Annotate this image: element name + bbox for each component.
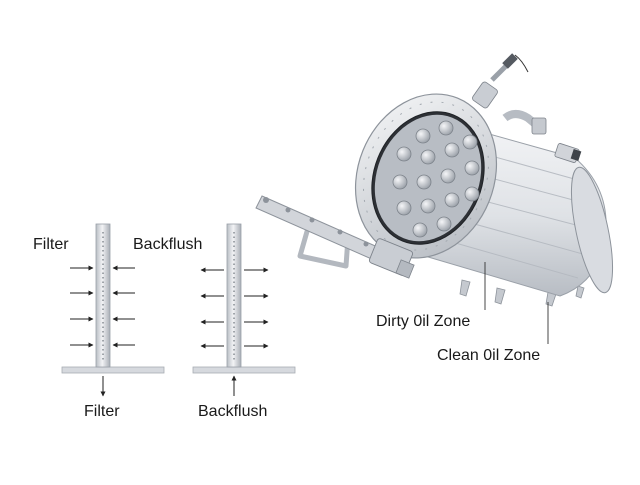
- clean-oil-zone-label: Clean 0il Zone: [437, 347, 541, 364]
- filter-element-end: [464, 160, 480, 176]
- filter-top-label: Filter: [33, 236, 69, 253]
- vent-valve: [502, 110, 547, 135]
- housing-rear-flange: [570, 166, 614, 294]
- filter-element-end: [420, 149, 436, 165]
- filter-element-end: [416, 174, 432, 190]
- filter-housing-illustration: [255, 53, 614, 344]
- filter-element-end: [415, 128, 431, 144]
- filter-element-end: [392, 174, 408, 190]
- filter-element-end: [464, 186, 480, 202]
- filter-element-end: [444, 192, 460, 208]
- filter-base-plate: [61, 366, 165, 374]
- side-connector: [554, 143, 582, 163]
- backflush-outflow-arrows: [200, 267, 269, 349]
- flange-bolt-ring: [363, 101, 489, 251]
- filter-element-end: [412, 222, 428, 238]
- filter-element-ends: [392, 120, 480, 238]
- filter-bottom-label: Filter: [84, 403, 120, 420]
- dirty-oil-zone-label: Dirty 0il Zone: [376, 313, 471, 330]
- filter-element-end: [462, 134, 478, 150]
- backflush-bottom-label: Backflush: [198, 403, 268, 420]
- housing-feet: [459, 279, 585, 307]
- backflush-schematic: [192, 223, 296, 396]
- backflush-base-plate: [192, 366, 296, 374]
- filter-element-end: [396, 146, 412, 162]
- sensor-fitting: [472, 53, 529, 109]
- hinge-bracket: [368, 238, 415, 279]
- filter-element-end: [436, 216, 452, 232]
- filter-element-end: [438, 120, 454, 136]
- backflush-top-label: Backflush: [133, 236, 203, 253]
- filter-element-end: [420, 198, 436, 214]
- filter-element-end: [440, 168, 456, 184]
- filter-schematic: [61, 223, 165, 397]
- filter-element-end: [444, 142, 460, 158]
- filter-inflow-arrows: [70, 265, 135, 348]
- filter-element-end: [396, 200, 412, 216]
